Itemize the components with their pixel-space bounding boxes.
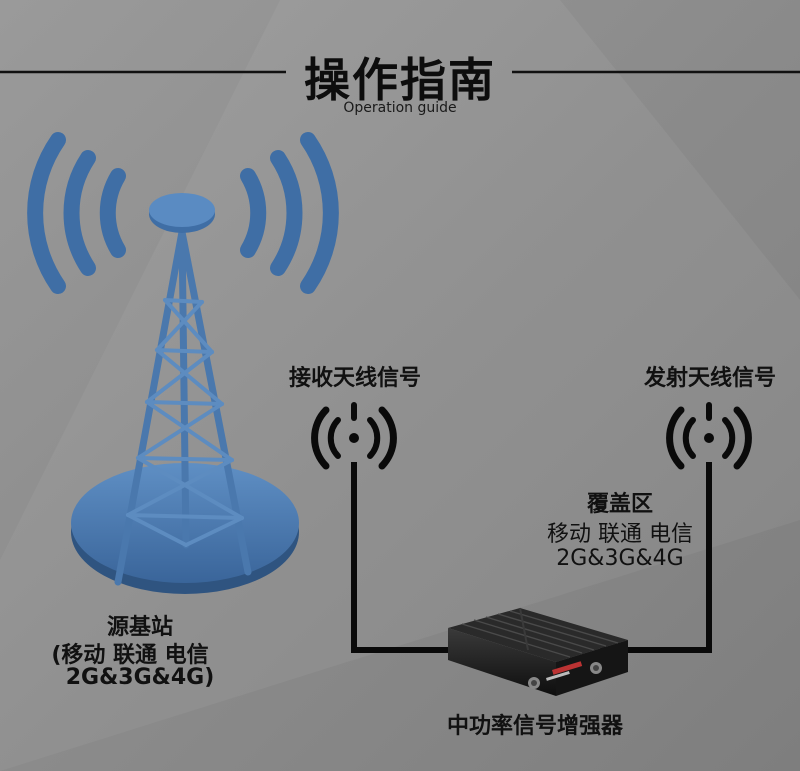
transmit-antenna-label: 发射天线信号 (643, 366, 776, 391)
antenna-icon-transmit (666, 402, 752, 470)
coverage-title: 覆盖区 (586, 492, 653, 517)
source-station-title: 源基站 (106, 615, 173, 640)
antenna-icon-receive (311, 402, 397, 470)
receive-antenna-label: 接收天线信号 (288, 366, 421, 391)
repeater-device-icon (448, 607, 628, 696)
background-shade (560, 0, 800, 300)
coverage-carriers: 移动 联通 电信 (547, 522, 693, 547)
page-title: 操作指南 (304, 53, 496, 107)
cable-transmit (600, 462, 712, 653)
source-station-carriers: (移动 联通 电信 (51, 643, 209, 668)
cable-receive (351, 462, 454, 653)
coverage-bands: 2G&3G&4G (556, 546, 684, 571)
tower-icon (71, 193, 299, 594)
source-station-bands: 2G&3G&4G) (65, 665, 215, 690)
signal-wave-icon (27, 132, 339, 294)
page-subtitle: Operation guide (343, 100, 457, 116)
repeater-label: 中功率信号增强器 (446, 714, 623, 739)
